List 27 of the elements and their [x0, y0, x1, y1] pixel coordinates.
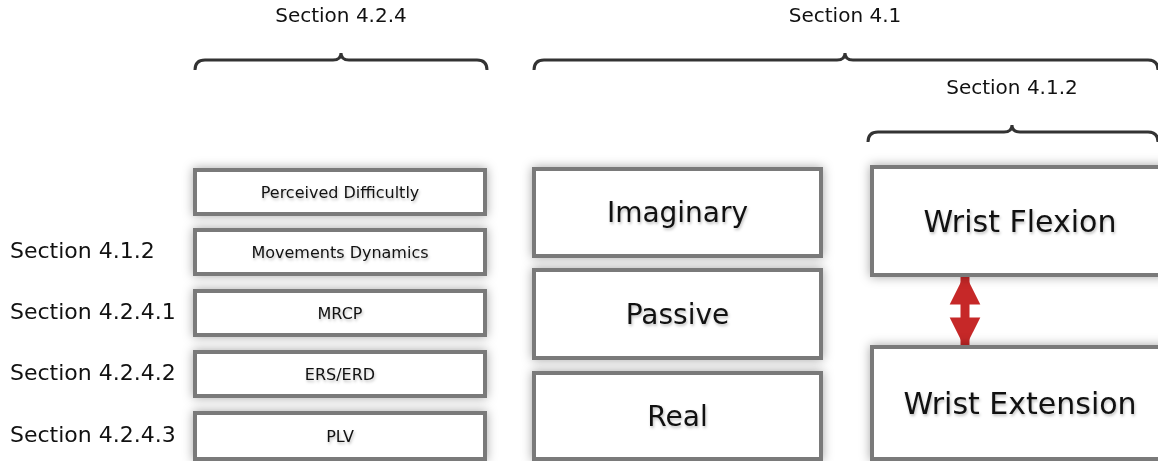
- section-label: Section 4.2.4.1: [10, 299, 176, 324]
- category-box: [193, 289, 487, 337]
- box-label: Real: [647, 399, 708, 433]
- box-label: Imaginary: [606, 196, 749, 229]
- section-heading: Section 4.1.2: [946, 75, 1078, 99]
- box-label: MRCP: [317, 303, 363, 323]
- category-box: [532, 371, 823, 461]
- box-label: ERS/ERD: [304, 364, 376, 384]
- section-label: Section 4.2.4.2: [10, 360, 176, 385]
- category-box: [193, 411, 487, 461]
- box-label: Wrist Extension: [903, 385, 1137, 421]
- section-heading: Section 4.2.4: [275, 3, 407, 27]
- box-label: Movements Dynamics: [251, 242, 429, 262]
- category-box: [870, 165, 1158, 277]
- category-box: [193, 350, 487, 398]
- category-box: [532, 167, 823, 258]
- box-label: Wrist Flexion: [923, 203, 1117, 239]
- section-heading: Section 4.1: [788, 3, 902, 27]
- box-label: Passive: [625, 297, 730, 331]
- section-label: Section 4.1.2: [10, 238, 155, 263]
- category-box: [193, 168, 487, 216]
- category-box: [870, 345, 1158, 461]
- box-label: Perceived Difficultly: [260, 182, 420, 202]
- box-label: PLV: [326, 426, 354, 446]
- category-box: [532, 268, 823, 360]
- category-box: [193, 228, 487, 276]
- section-label: Section 4.2.4.3: [10, 422, 176, 447]
